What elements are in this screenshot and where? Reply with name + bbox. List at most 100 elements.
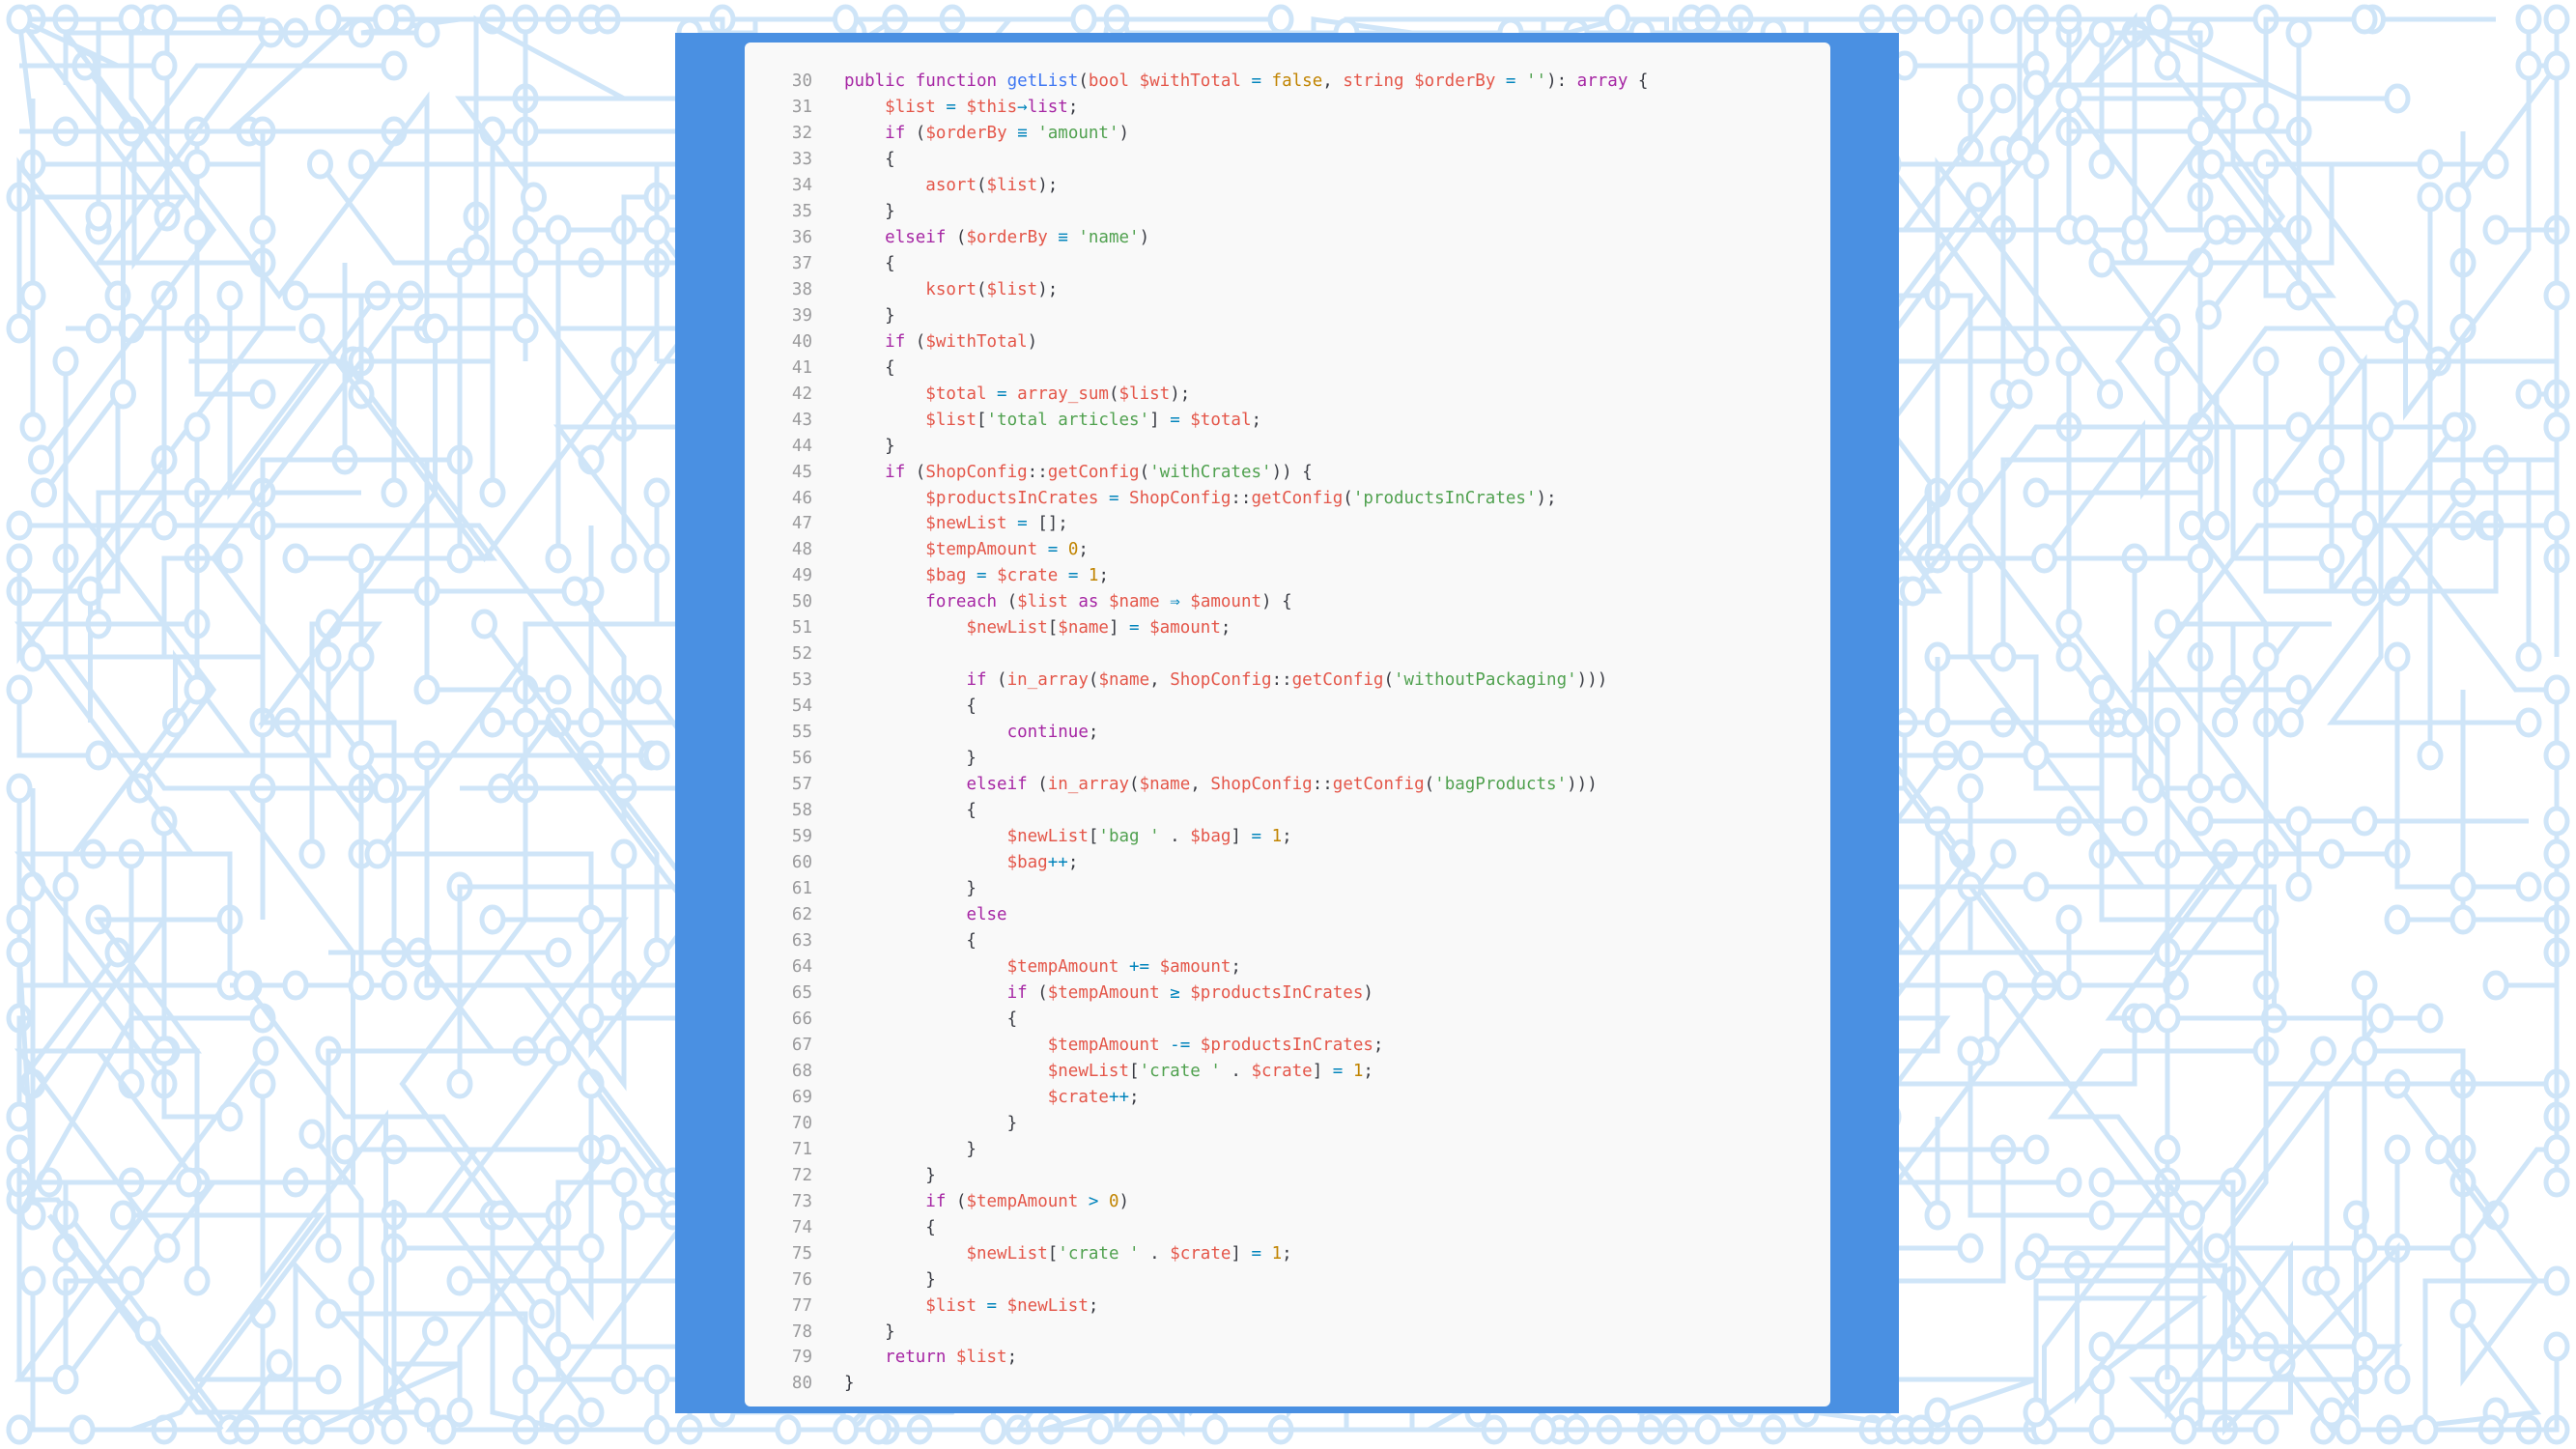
- circuit-node: [2130, 1003, 2156, 1034]
- code-token: $list: [946, 1348, 1007, 1368]
- circuit-node: [2543, 1265, 2570, 1296]
- circuit-trace: [310, 1200, 462, 1433]
- line-number: 65: [791, 982, 812, 1003]
- circuit-node: [2121, 806, 2148, 837]
- circuit-trace: [457, 884, 690, 1084]
- code-token: getConfig: [1251, 488, 1344, 508]
- circuit-node: [545, 1036, 572, 1066]
- circuit-node: [2154, 1003, 2181, 1034]
- code-token: ]: [1231, 1243, 1241, 1264]
- code-line: 38 ksort($list);: [745, 277, 1830, 303]
- circuit-node: [252, 1036, 279, 1066]
- circuit-node: [184, 214, 211, 245]
- code-line: 74 {: [745, 1215, 1830, 1241]
- circuit-node: [298, 838, 326, 869]
- code-text: if (in_array($name, ShopConfig::getConfi…: [844, 668, 1607, 694]
- circuit-node: [2318, 1397, 2345, 1428]
- circuit-node: [2449, 313, 2477, 344]
- circuit-node: [521, 182, 547, 213]
- code-token: [: [1047, 618, 1059, 639]
- circuit-node: [413, 1397, 440, 1428]
- circuit-node: [2384, 83, 2411, 114]
- code-token: (: [986, 670, 1007, 691]
- code-line: 32 if ($orderBy ≡ 'amount'): [745, 121, 1830, 147]
- circuit-trace: [2228, 1215, 2397, 1420]
- circuit-node: [6, 4, 33, 35]
- line-number: 58: [791, 801, 812, 821]
- code-text: {: [844, 798, 977, 824]
- code-token: →: [1017, 97, 1028, 117]
- circuit-node: [446, 1265, 473, 1296]
- circuit-node: [6, 904, 33, 935]
- code-token: (: [905, 331, 926, 352]
- code-text: if (ShopConfig::getConfig('withCrates'))…: [844, 460, 1313, 486]
- line-number: 80: [791, 1374, 812, 1394]
- line-number: 77: [791, 1295, 812, 1316]
- circuit-node: [2154, 707, 2181, 738]
- code-token: list: [1027, 97, 1068, 117]
- code-token: $list: [885, 97, 936, 117]
- code-token: [844, 280, 925, 299]
- line-number: 68: [791, 1061, 812, 1081]
- code-token: [844, 775, 966, 794]
- circuit-node: [2543, 50, 2570, 81]
- code-token: =: [1006, 514, 1038, 534]
- circuit-node: [69, 1414, 96, 1445]
- code-text: $tempAmount += $amount;: [844, 954, 1241, 980]
- circuit-trace: [63, 1278, 131, 1379]
- circuit-node: [2154, 50, 2181, 81]
- circuit-node: [151, 510, 178, 541]
- code-token: ):: [1546, 71, 1577, 91]
- code-token: [844, 540, 925, 559]
- circuit-node: [2055, 1167, 2082, 1198]
- circuit-node: [2121, 214, 2148, 245]
- code-token: [844, 670, 966, 690]
- line-number: 76: [791, 1269, 812, 1290]
- code-line: 40 if ($withTotal): [745, 329, 1830, 355]
- line-number: 38: [791, 279, 812, 299]
- code-text: if ($tempAmount > 0): [844, 1189, 1129, 1215]
- circuit-trace: [1894, 33, 2072, 566]
- code-token: ;: [1067, 853, 1079, 873]
- code-text: }: [844, 1163, 936, 1189]
- circuit-node: [348, 970, 375, 1001]
- code-token: $name: [1058, 618, 1109, 639]
- circuit-node: [561, 576, 588, 607]
- code-token: (: [1108, 384, 1119, 404]
- code-token: 1: [1271, 1243, 1283, 1264]
- circuit-node: [298, 1414, 326, 1445]
- circuit-node: [118, 4, 145, 35]
- circuit-node: [2055, 641, 2082, 672]
- code-token: $orderBy: [925, 123, 1007, 143]
- circuit-node: [2367, 1003, 2394, 1034]
- code-token: =: [935, 97, 967, 117]
- circuit-node: [2023, 740, 2050, 771]
- code-token: if: [925, 1191, 947, 1211]
- circuit-node: [545, 1331, 572, 1362]
- code-text: {: [844, 251, 895, 277]
- line-number: 30: [791, 71, 812, 91]
- code-token: (: [976, 279, 987, 299]
- line-number: 47: [791, 514, 812, 534]
- circuit-node: [1957, 740, 1984, 771]
- line-number: 36: [791, 227, 812, 247]
- line-number: 67: [791, 1035, 812, 1055]
- code-text: $tempAmount = 0;: [844, 537, 1089, 563]
- code-token: if: [885, 331, 906, 352]
- circuit-node: [2015, 1250, 2041, 1281]
- code-token: =: [1240, 1243, 1272, 1264]
- code-text: if ($tempAmount ≥ $productsInCrates): [844, 980, 1373, 1007]
- circuit-trace: [460, 1084, 594, 1251]
- circuit-node: [2351, 970, 2378, 1001]
- circuit-node: [2449, 904, 2477, 935]
- circuit-node: [2318, 444, 2345, 475]
- code-line: 34 asort($list);: [745, 173, 1830, 199]
- circuit-node: [2154, 609, 2181, 639]
- line-number: 73: [791, 1191, 812, 1211]
- circuit-node: [52, 871, 79, 902]
- circuit-node: [610, 1364, 637, 1395]
- code-token: if: [885, 462, 906, 482]
- code-token: [844, 1296, 925, 1316]
- circuit-node: [134, 1316, 161, 1347]
- code-token: =: [1159, 410, 1191, 430]
